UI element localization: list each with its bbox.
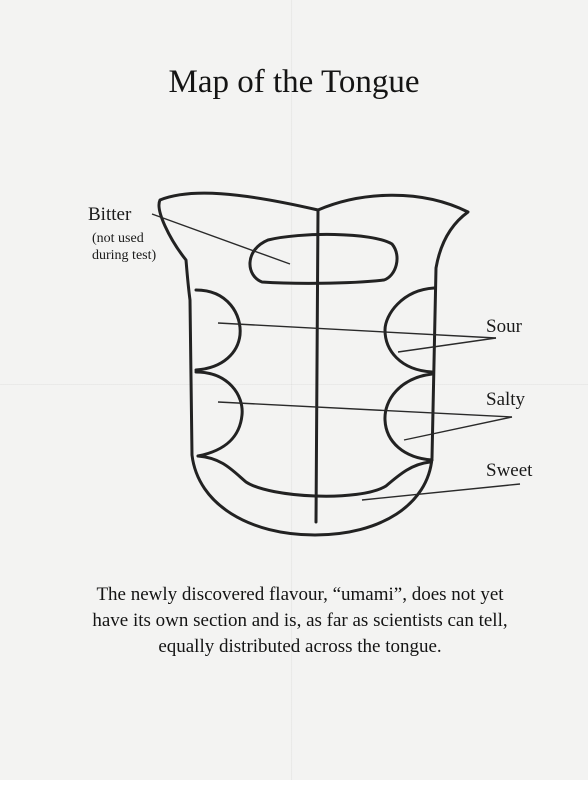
sweet-leader-line xyxy=(361,483,521,501)
tongue-midline xyxy=(314,208,320,524)
salty-region-left xyxy=(194,370,244,458)
bitter-note-line1: (not used xyxy=(92,231,144,246)
salty-region-right xyxy=(383,372,434,462)
sweet-label: Sweet xyxy=(486,460,533,481)
paper-sheet xyxy=(0,0,588,780)
sour-leader-line-left xyxy=(217,322,497,339)
sweet-region xyxy=(196,454,432,498)
salty-leader-line-right xyxy=(403,416,513,441)
umami-caption: The newly discovered flavour, “umami”, d… xyxy=(92,584,508,657)
bitter-leader-line xyxy=(151,213,291,265)
page-title: Map of the Tongue xyxy=(168,64,420,100)
bitter-note-line2: during test) xyxy=(92,248,157,263)
horizontal-fold-crease xyxy=(0,384,588,386)
salty-label: Salty xyxy=(486,389,526,410)
sour-region-left xyxy=(194,288,242,372)
tongue-outline xyxy=(157,191,470,537)
salty-leader-line-left xyxy=(217,401,513,418)
bitter-region xyxy=(248,232,399,285)
sour-region-right xyxy=(383,286,436,374)
sour-label: Sour xyxy=(486,316,522,337)
bitter-label: Bitter xyxy=(88,204,132,225)
vertical-fold-crease xyxy=(291,0,293,780)
sour-leader-line-right xyxy=(397,337,497,353)
